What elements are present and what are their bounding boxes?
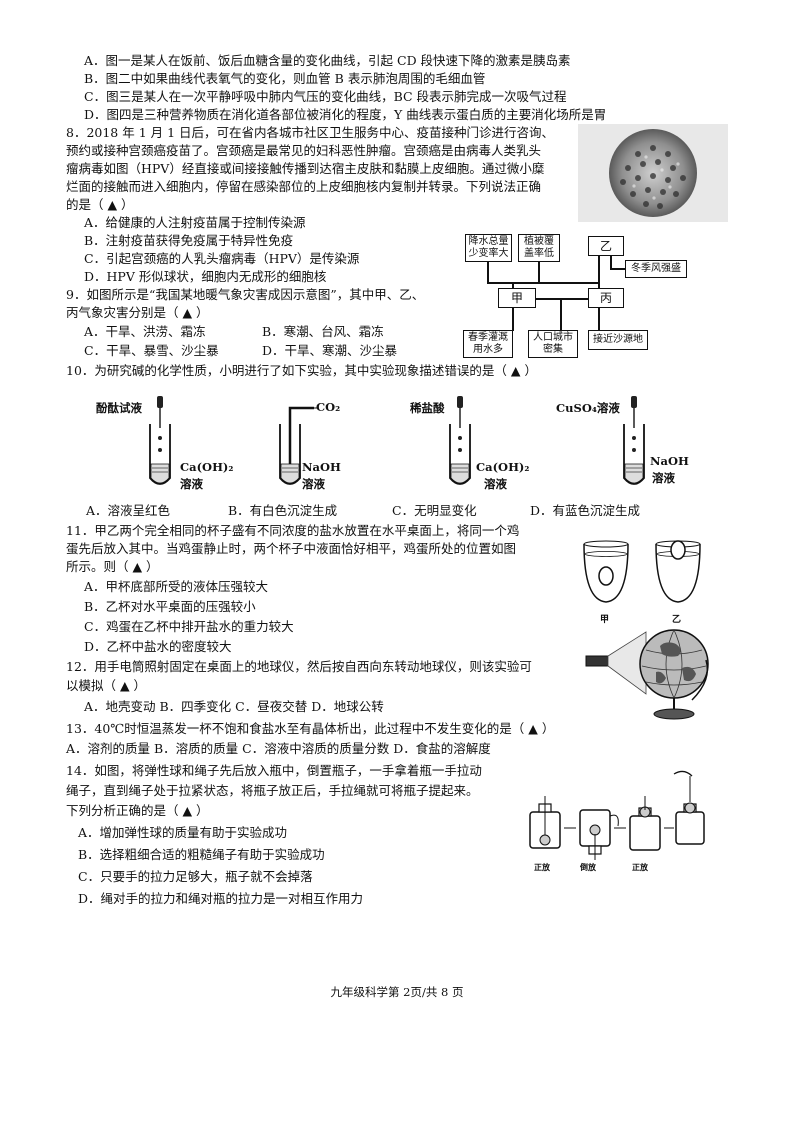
- connector-line: [536, 298, 588, 300]
- connector-line: [512, 282, 514, 292]
- q8-option-a: A．给健康的人注射疫苗属于控制传染源: [84, 215, 306, 230]
- q10-option-c: C．无明显变化: [392, 503, 477, 518]
- q10-option-b: B．有白色沉淀生成: [228, 503, 338, 518]
- q12-stem-line-2: 以模拟（ ▲ ）: [66, 678, 147, 693]
- connector-line: [487, 262, 489, 282]
- q7-option-a: A．图一是某人在饭前、饭后血糖含量的变化曲线，引起 CD 段快速下降的激素是胰岛…: [84, 53, 571, 68]
- q8-stem-line-5: 的是（ ▲ ）: [66, 197, 134, 212]
- q7-option-d: D．图四是三种营养物质在消化道各部位被消化的程度，Y 曲线表示蛋白质的主要消化场…: [84, 107, 607, 122]
- q8-option-b: B．注射疫苗获得免疫属于特异性免疫: [84, 233, 294, 248]
- q11-option-c: C．鸡蛋在乙杯中排开盐水的重力较大: [84, 619, 294, 634]
- q10-stem: 10．为研究碱的化学性质，小明进行了如下实验，其中实验现象描述错误的是（ ▲ ）: [66, 363, 537, 378]
- q14-stem-line-1: 14．如图，将弹性球和绳子先后放入瓶中，倒置瓶子，一手拿着瓶一手拉动: [66, 763, 482, 778]
- q14-option-c: C．只要手的拉力足够大，瓶子就不会掉落: [78, 869, 313, 884]
- q9-option-b: B．寒潮、台风、霜冻: [262, 324, 384, 339]
- q8-stem-line-4: 烂面的接触而进入细胞内，停留在感染部位的上皮细胞核内复制并转录。下列说法正确: [66, 179, 542, 194]
- q8-stem-line-3: 瘤病毒如图（HPV）经直接或间接接触传播到达宿主皮肤和黏膜上皮细胞。通过微小糜: [66, 161, 545, 176]
- test-tube-3: [449, 396, 471, 485]
- q11-option-d: D．乙杯中盐水的密度较大: [84, 639, 232, 654]
- box-yi: 乙: [588, 236, 624, 256]
- connector-line: [538, 282, 598, 284]
- q13-stem: 13．40℃时恒温蒸发一杯不饱和食盐水至有晶体析出，此过程中不发生变化的是（ ▲…: [66, 721, 555, 736]
- box-near-sand-source: 接近沙源地: [588, 330, 648, 350]
- bottle-label-3: 正放: [632, 862, 648, 872]
- q14-stem-line-3: 下列分析正确的是（ ▲ ）: [66, 803, 209, 818]
- bottle-label-2: 倒放: [580, 862, 596, 872]
- q9-stem-line-1: 9．如图所示是“我国某地暖气象灾害成因示意图”，其中甲、乙、: [66, 287, 425, 302]
- q8-stem-line-1: 8．2018 年 1 月 1 日后，可在省内各城市社区卫生服务中心、疫苗接种门诊…: [66, 125, 555, 140]
- q9-option-d: D．干旱、寒潮、沙尘暴: [262, 343, 398, 358]
- q10-option-a: A．溶液呈红色: [86, 503, 171, 518]
- q11-option-b: B．乙杯对水平桌面的压强较小: [84, 599, 256, 614]
- q8-stem-line-2: 预约或接种宫颈癌疫苗了。宫颈癌是最常见的妇科恶性肿瘤。宫颈癌是由病毒人类乳头: [66, 143, 542, 158]
- q9-option-c: C．干旱、暴雪、沙尘暴: [84, 343, 219, 358]
- box-spring-irrigation: 春季灌溉用水多: [463, 330, 513, 358]
- cup-jia-label: 甲: [600, 615, 610, 625]
- connector-line: [598, 256, 600, 292]
- connector-line: [560, 298, 562, 331]
- egg-in-cups-figure: [583, 540, 701, 603]
- hpv-virus-image: [578, 124, 728, 222]
- q8-option-c: C．引起宫颈癌的人乳头瘤病毒（HPV）是传染源: [84, 251, 360, 266]
- box-jia: 甲: [498, 288, 536, 308]
- q11-option-a: A．甲杯底部所受的液体压强较大: [84, 579, 269, 594]
- bottle-label-1: 正放: [534, 862, 550, 872]
- q10-option-d: D．有蓝色沉淀生成: [530, 503, 641, 518]
- tube1-solute-label: Ca(OH)₂: [180, 460, 234, 474]
- tube1-reagent-label: 酚酞试液: [96, 401, 142, 415]
- connector-line: [512, 307, 514, 331]
- bottle-rope-figure: [529, 770, 705, 860]
- q13-options: A．溶剂的质量 B．溶质的质量 C．溶液中溶质的质量分数 D．食盐的溶解度: [66, 741, 491, 756]
- connector-line: [610, 246, 612, 268]
- tube3-reagent-label: 稀盐酸: [410, 401, 445, 415]
- page-footer: 九年级科学第 2页/共 8 页: [330, 985, 464, 999]
- tube2-solute-label: NaOH: [302, 460, 341, 474]
- box-low-vegetation: 植被覆盖率低: [518, 234, 560, 262]
- connector-line: [538, 262, 540, 282]
- tube3-solution-label: 溶液: [484, 477, 507, 491]
- q9-stem-line-2: 丙气象灾害分别是（ ▲ ）: [66, 305, 209, 320]
- tube2-reagent-label: CO₂: [316, 400, 341, 414]
- q14-option-a: A．增加弹性球的质量有助于实验成功: [78, 825, 288, 840]
- q14-option-b: B．选择粗细合适的粗糙绳子有助于实验成功: [78, 847, 325, 862]
- q14-stem-line-2: 绳子，直到绳子处于拉紧状态，将瓶子放正后，手拉绳就可将瓶子提起来。: [66, 783, 479, 798]
- test-tube-2: [279, 406, 318, 485]
- box-bing: 丙: [588, 288, 624, 308]
- q14-option-d: D．绳对手的拉力和绳对瓶的拉力是一对相互作用力: [78, 891, 364, 906]
- q11-stem-line-2: 蛋先后放入其中。当鸡蛋静止时，两个杯子中液面恰好相平，鸡蛋所处的位置如图: [66, 541, 517, 556]
- disaster-cause-diagram: 降水总量少变率大 植被覆盖率低 乙 冬季风强盛 甲 丙 春季灌溉用水多 人口城市…: [460, 232, 690, 362]
- q7-option-c: C．图三是某人在一次平静呼吸中肺内气压的变化曲线，BC 段表示肺完成一次吸气过程: [84, 89, 567, 104]
- tube4-solution-label: 溶液: [652, 471, 675, 485]
- q9-option-a: A．干旱、洪涝、霜冻: [84, 324, 206, 339]
- box-winter-monsoon: 冬季风强盛: [625, 260, 687, 278]
- tube4-reagent-label: CuSO₄溶液: [556, 401, 620, 415]
- cup-yi-label: 乙: [672, 615, 682, 625]
- q12-options: A．地壳变动 B．四季变化 C．昼夜交替 D．地球公转: [84, 699, 384, 714]
- tube2-solution-label: 溶液: [302, 477, 325, 491]
- q11-stem-line-1: 11．甲乙两个完全相同的杯子盛有不同浓度的盐水放置在水平桌面上，将同一个鸡: [66, 523, 520, 538]
- box-dense-population: 人口城市密集: [528, 330, 578, 358]
- test-tube-1: [149, 396, 171, 485]
- test-tube-4: [623, 396, 645, 485]
- connector-line: [598, 307, 600, 331]
- box-low-precipitation: 降水总量少变率大: [465, 234, 512, 262]
- q12-stem-line-1: 12．用手电筒照射固定在桌面上的地球仪，然后按自西向东转动地球仪，则该实验可: [66, 659, 532, 674]
- q11-stem-line-3: 所示。则（ ▲ ）: [66, 559, 159, 574]
- connector-line: [610, 268, 626, 270]
- flashlight-globe-figure: [585, 629, 709, 720]
- tube3-solute-label: Ca(OH)₂: [476, 460, 530, 474]
- q8-option-d: D．HPV 形似球状，细胞内无成形的细胞核: [84, 269, 327, 284]
- tube4-solute-label: NaOH: [650, 454, 689, 468]
- q7-option-b: B．图二中如果曲线代表氧气的变化，则血管 B 表示肺泡周围的毛细血管: [84, 71, 486, 86]
- tube1-solution-label: 溶液: [180, 477, 203, 491]
